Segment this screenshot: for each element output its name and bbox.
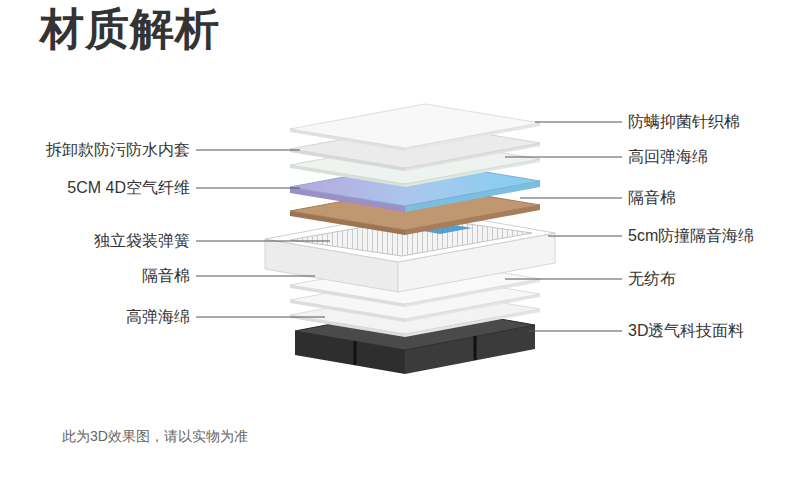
leader-line [196, 317, 325, 318]
layer-top [290, 104, 540, 148]
leader-line [548, 236, 622, 237]
leader-line [528, 331, 622, 332]
leader-line [196, 276, 315, 277]
callout-label: 无纺布 [628, 269, 676, 289]
callout-label: 3D透气科技面料 [628, 321, 744, 341]
callout-label: 拆卸款防污防水内套 [46, 140, 190, 160]
callout-label: 高回弹海绵 [628, 147, 708, 167]
note-caption: 此为3D效果图，请以实物为准 [62, 428, 248, 446]
page-title: 材质解析 [40, 0, 220, 59]
callout-label: 防螨抑菌针织棉 [628, 112, 740, 132]
leader-line [196, 241, 330, 242]
callout-label: 高弹海绵 [126, 307, 190, 327]
leader-line [520, 198, 622, 199]
callout-label: 隔音棉 [142, 266, 190, 286]
leader-line [196, 188, 300, 189]
strap [354, 341, 357, 365]
leader-lines [196, 122, 622, 331]
callout-label: 5cm防撞隔音海绵 [628, 226, 754, 246]
leader-line [196, 150, 300, 151]
callout-label: 独立袋装弹簧 [94, 231, 190, 251]
knit-layer [290, 104, 540, 151]
leader-line [505, 157, 622, 158]
strap [474, 336, 477, 360]
callout-label: 5CM 4D空气纤维 [67, 178, 190, 198]
leader-line [535, 122, 622, 123]
leader-line [505, 279, 622, 280]
callout-label: 隔音棉 [628, 188, 676, 208]
